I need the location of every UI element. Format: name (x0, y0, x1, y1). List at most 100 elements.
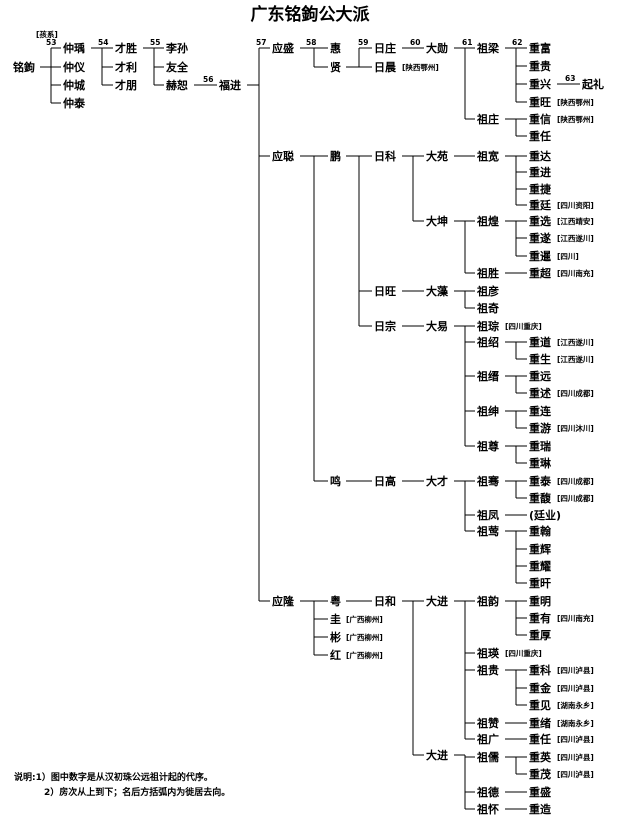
person-k13: 重暹 (529, 249, 551, 263)
node-label-bg (476, 369, 504, 382)
person-j11: 祖绅 (476, 404, 499, 418)
node-label-bg (528, 386, 556, 399)
person-k40: 重盛 (529, 785, 551, 799)
node-label-bg (528, 576, 556, 589)
node-label-bg (528, 59, 556, 72)
node-label-bg (476, 474, 504, 487)
node-label-bg (114, 41, 142, 54)
node-label-bg (62, 60, 90, 73)
root-branch-note: [孩系] (36, 29, 58, 39)
migration-note-k23: [四川成都] (557, 476, 594, 486)
person-i2: 大苑 (426, 149, 448, 163)
node-label-bg (476, 594, 504, 607)
person-k26: 重翰 (529, 524, 551, 538)
note-bg (556, 96, 606, 107)
node-label-bg (528, 508, 562, 521)
node-label-bg (329, 612, 345, 625)
person-g4: 鸣 (330, 474, 341, 488)
node-label-bg (528, 767, 556, 780)
person-j4: 祖煌 (476, 214, 499, 228)
node-label-bg (476, 750, 504, 763)
generation-number: 61 (462, 38, 472, 47)
person-k37: 重任 (529, 732, 551, 746)
node-label-bg (271, 149, 299, 162)
note-bg (556, 336, 606, 347)
generation-number: 59 (358, 38, 368, 47)
node-label-bg (528, 165, 556, 178)
node-label-bg (476, 439, 504, 452)
person-k34: 重金 (529, 681, 552, 695)
node-label-bg (528, 266, 556, 279)
person-k33: 重科 (529, 663, 551, 677)
node-label-bg (425, 41, 453, 54)
migration-note-k36: [湖南永乡] (557, 718, 594, 728)
person-i5: 大易 (426, 319, 448, 333)
person-i6: 大才 (426, 474, 448, 488)
node-label-bg (12, 60, 39, 73)
migration-note-k24: [四川成都] (557, 493, 594, 503)
note-bg (556, 199, 606, 210)
person-i8: 大进 (426, 748, 448, 762)
node-label-bg (528, 198, 556, 211)
person-j22: 祖德 (476, 785, 499, 799)
person-j21: 祖儒 (476, 750, 499, 764)
generation-number: 63 (565, 74, 575, 83)
note-bg (556, 768, 606, 779)
node-label-bg (425, 319, 453, 332)
person-i7: 大进 (426, 594, 448, 608)
note-bg (345, 649, 395, 660)
migration-note-j8: [四川重庆] (505, 321, 542, 331)
note-bg (556, 733, 606, 744)
node-label-bg (114, 60, 142, 73)
migration-note-k20: [四川沐川] (557, 423, 594, 433)
node-label-bg (528, 611, 556, 624)
node-label-bg (62, 78, 90, 91)
person-k15: 重道 (529, 335, 551, 349)
node-label-bg (581, 77, 609, 90)
person-k36: 重绪 (529, 716, 551, 730)
person-k24: 重馥 (529, 491, 552, 505)
migration-note-k18: [四川成都] (557, 388, 594, 398)
person-g6: 圭 (330, 612, 341, 626)
node-label-bg (476, 301, 504, 314)
note-bg (556, 751, 606, 762)
node-label-bg (476, 716, 504, 729)
person-k20: 重游 (529, 421, 551, 435)
person-k23: 重泰 (529, 474, 552, 488)
node-label-bg (528, 542, 556, 555)
node-label-bg (528, 112, 556, 125)
migration-note-k39: [四川泸县] (557, 769, 594, 779)
person-g8: 红 (330, 648, 341, 662)
note-bg (556, 215, 606, 226)
generation-number: 57 (256, 38, 266, 47)
node-label-bg (373, 41, 401, 54)
generation-number: 62 (512, 38, 522, 47)
node-label-bg (476, 284, 504, 297)
person-i1: 大勋 (426, 41, 448, 55)
migration-note-h2: [陕西鄂州] (402, 62, 439, 72)
person-h2: 日晨 (374, 61, 397, 74)
node-label-bg (425, 474, 453, 487)
person-g7: 彬 (330, 630, 341, 644)
node-label-bg (528, 149, 556, 162)
person-i3: 大坤 (426, 214, 448, 228)
node-label-bg (329, 149, 345, 162)
person-k14: 重超 (529, 266, 552, 280)
node-label-bg (425, 748, 453, 761)
node-label-bg (528, 594, 556, 607)
node-label-bg (528, 214, 556, 227)
person-k25: (廷业) (529, 508, 561, 522)
person-j3: 祖宽 (476, 149, 499, 163)
node-label-bg (528, 474, 556, 487)
person-b1: 仲瑀 (63, 41, 85, 55)
person-j5: 祖胜 (476, 266, 499, 280)
person-b2: 仲仪 (63, 60, 86, 74)
person-b3: 仲城 (63, 78, 85, 92)
node-label-bg (528, 750, 556, 763)
node-label-bg (528, 404, 556, 417)
note-bg (401, 61, 451, 72)
node-label-bg (329, 474, 345, 487)
person-j23: 祖怀 (476, 802, 499, 816)
person-j2: 祖庄 (476, 112, 499, 126)
